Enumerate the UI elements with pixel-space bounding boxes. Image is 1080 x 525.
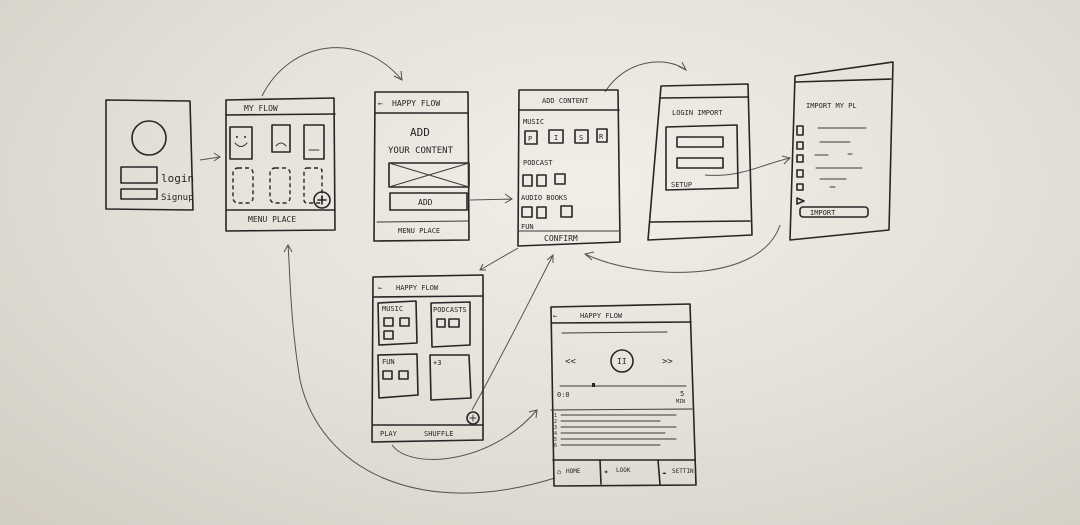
home-icon[interactable]: ⌂ [557, 468, 561, 476]
svg-text:4: 4 [554, 431, 557, 437]
settings-icon[interactable]: ☁ [662, 468, 667, 476]
music-item[interactable]: I [554, 134, 558, 142]
image-placeholder [388, 162, 470, 188]
pause-icon[interactable]: II [617, 357, 627, 366]
login-import-screen: Login Import Setup [647, 83, 753, 241]
signup-label[interactable]: Signup [161, 193, 194, 203]
logo-placeholder [131, 120, 167, 156]
music-item[interactable]: P [528, 135, 532, 143]
track-list[interactable]: 1 2 3 4 5 6 [554, 413, 677, 449]
username-field[interactable] [676, 136, 724, 148]
login-field[interactable] [120, 166, 158, 184]
slider-handle[interactable] [592, 383, 595, 387]
elapsed-time: 0:0 [557, 391, 570, 399]
section-audio-books: Audio Books [521, 194, 567, 202]
happy-flow-title: Happy Flow [392, 99, 440, 108]
add-button-label[interactable]: Add [418, 198, 433, 207]
add-content-intro-screen: ← Happy Flow Add Your Content Add Menu P… [373, 91, 470, 242]
player-screen: ← Happy Flow << II >> 0:0 5 min 1 2 3 4 … [550, 303, 697, 487]
next-button[interactable]: >> [662, 357, 673, 367]
back-arrow-icon[interactable]: ← [378, 284, 382, 292]
add-heading: Add [410, 126, 430, 139]
your-content-heading: Your Content [388, 146, 454, 156]
svg-text:5: 5 [554, 437, 557, 443]
add-content-screen: Add Content Music P I S R Podcast Audio … [517, 89, 621, 247]
add-icon[interactable] [466, 411, 480, 425]
explore-icon[interactable]: ✶ [604, 468, 609, 476]
my-flow-screen: My Flow Menu Place [225, 97, 336, 232]
confirm-button[interactable]: Confirm [544, 234, 578, 243]
password-field[interactable] [676, 157, 724, 169]
flow-grid-title: Happy Flow [396, 284, 439, 292]
player-title: Happy Flow [580, 312, 623, 320]
login-screen: login Signup [105, 99, 194, 211]
tab-home[interactable]: Home [566, 468, 581, 475]
tab-look[interactable]: Look [616, 467, 631, 474]
svg-text:1: 1 [554, 413, 557, 419]
import-pl-title: Import My PL [806, 102, 857, 110]
card-label: Music [382, 305, 403, 313]
section-music: Music [523, 118, 544, 126]
import-playlist-screen: Import My PL Import [789, 61, 894, 241]
previous-button[interactable]: << [565, 357, 576, 367]
pause-button[interactable] [610, 349, 634, 373]
login-label[interactable]: login [161, 172, 194, 185]
setup-link[interactable]: Setup [671, 181, 692, 189]
svg-text:2: 2 [554, 419, 557, 425]
card-fun[interactable] [377, 353, 419, 399]
section-fun: Fun [521, 223, 534, 231]
shuffle-button[interactable]: Shuffle [424, 430, 454, 438]
section-podcast: Podcast [523, 159, 553, 167]
flow-grid-screen: ← Happy Flow Music Podcasts Fun +3 Play … [371, 274, 484, 443]
card-podcasts[interactable] [430, 301, 471, 348]
add-content-title: Add Content [542, 97, 589, 105]
svg-text:6: 6 [554, 443, 557, 449]
mood-neutral [303, 124, 325, 160]
signup-field[interactable] [120, 188, 158, 200]
card-more[interactable] [429, 354, 472, 401]
add-icon[interactable] [313, 191, 331, 209]
back-arrow-icon[interactable]: ← [378, 99, 383, 108]
play-button[interactable]: Play [380, 430, 398, 438]
add-button[interactable] [389, 192, 468, 211]
flow-arrows [199, 47, 791, 494]
mood-sad [271, 124, 291, 153]
back-arrow-icon[interactable]: ← [553, 312, 557, 320]
my-flow-title: My Flow [244, 104, 278, 113]
svg-text:3: 3 [554, 425, 557, 431]
music-item[interactable]: R [599, 133, 604, 141]
menu-place: Menu Place [398, 227, 440, 235]
tab-settings[interactable]: Settin [672, 468, 694, 475]
card-label: +3 [433, 359, 441, 367]
duration: 5 [680, 390, 684, 398]
card-label: Podcasts [433, 306, 467, 314]
import-button[interactable] [799, 206, 869, 218]
playlist-checkboxes[interactable] [796, 125, 867, 205]
menu-place: Menu Place [248, 215, 296, 224]
login-import-title: Login Import [672, 109, 723, 117]
duration-unit: min [676, 399, 685, 405]
import-button-label[interactable]: Import [810, 209, 836, 217]
card-music[interactable] [377, 300, 418, 346]
card-label: Fun [382, 358, 395, 366]
mood-happy [229, 126, 253, 160]
music-item[interactable]: S [579, 134, 583, 142]
